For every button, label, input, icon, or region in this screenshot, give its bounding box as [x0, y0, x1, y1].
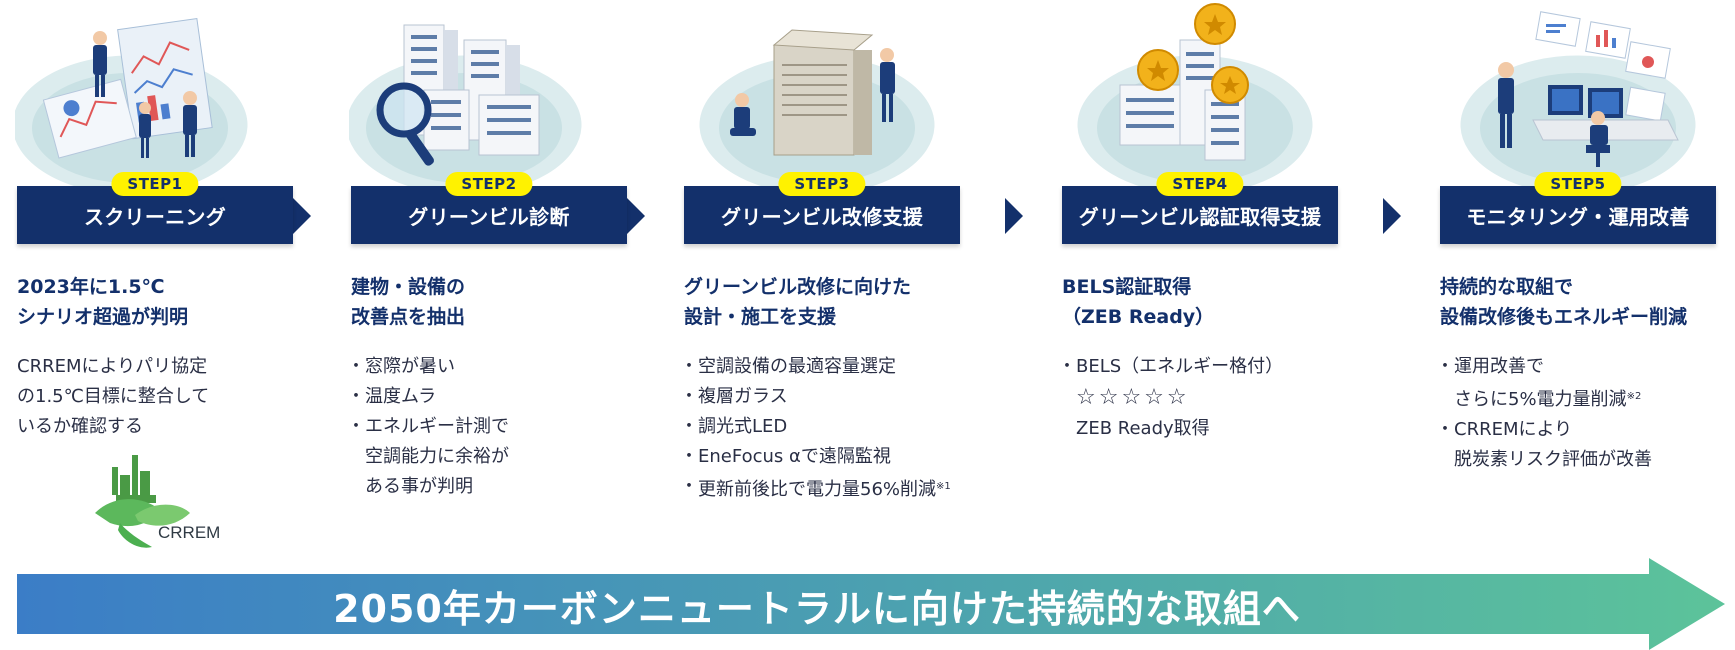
list-item: エネルギー計測で 空調能力に余裕が ある事が判明	[347, 412, 651, 502]
banner-text: 2050年カーボンニュートラルに向けた持続的な取組へ	[333, 586, 1301, 631]
step-2: グリーンビル診断 STEP2 建物・設備の 改善点を抽出 窓際が暑い 温度ムラ …	[347, 0, 629, 560]
diagnosis-illustration	[349, 24, 587, 200]
step-title: グリーンビル認証取得支援	[1062, 186, 1338, 244]
renovation-illustration	[694, 29, 940, 200]
list-item: 複層ガラス	[680, 382, 984, 412]
rating-block: ☆☆☆☆☆ ZEB Ready取得	[1062, 382, 1210, 444]
bullet-text: 運用改善で さらに5%電力量削減	[1454, 356, 1627, 410]
monitoring-illustration	[1455, 11, 1701, 200]
step-3: グリーンビル改修支援 STEP3 グリーンビル改修に向けた 設計・施工を支援 空…	[680, 0, 962, 560]
step-bullet-list: 運用改善で さらに5%電力量削減※2 CRREMにより 脱炭素リスク評価が改善	[1436, 352, 1735, 475]
step-1: スクリーニング STEP1 2023年に1.5℃ シナリオ超過が判明 CRREM…	[15, 0, 295, 560]
certification-illustration	[1072, 3, 1318, 200]
list-item: 窓際が暑い	[347, 352, 651, 382]
flow-arrow	[627, 198, 645, 234]
flow-arrow	[1005, 198, 1023, 234]
step-title: グリーンビル診断	[351, 186, 627, 244]
list-item: 調光式LED	[680, 412, 984, 442]
step-4: グリーンビル認証取得支援 STEP4 BELS認証取得 （ZEB Ready） …	[1058, 0, 1340, 560]
rating-note: ZEB Ready取得	[1076, 418, 1210, 439]
step-badge: STEP4	[1156, 172, 1244, 196]
star-rating: ☆☆☆☆☆	[1076, 385, 1190, 410]
step-bullet-list: 空調設備の最適容量選定 複層ガラス 調光式LED EneFocus αで遠隔監視…	[680, 352, 984, 505]
footnote-marker: ※2	[1626, 391, 1642, 402]
step-badge: STEP3	[778, 172, 866, 196]
step-headline: 2023年に1.5℃ シナリオ超過が判明	[17, 276, 189, 328]
list-item: 温度ムラ	[347, 382, 651, 412]
footnote-marker: ※1	[936, 481, 951, 492]
crrem-logo-text: CRREM	[158, 523, 220, 542]
step-bullet-list: BELS（エネルギー格付）	[1058, 352, 1362, 382]
step-headline: グリーンビル改修に向けた 設計・施工を支援	[684, 276, 912, 328]
screening-illustration	[15, 18, 253, 200]
list-item: BELS（エネルギー格付）	[1058, 352, 1362, 382]
step-bullet-list: 窓際が暑い 温度ムラ エネルギー計測で 空調能力に余裕が ある事が判明	[347, 352, 651, 502]
step-headline: 建物・設備の 改善点を抽出	[351, 276, 466, 328]
step-badge: STEP5	[1534, 172, 1622, 196]
flow-arrow	[293, 198, 311, 234]
step-5: モニタリング・運用改善 STEP5 持続的な取組で 設備改修後もエネルギー削減 …	[1436, 0, 1718, 560]
list-item: 運用改善で さらに5%電力量削減※2	[1436, 352, 1735, 415]
list-item: 更新前後比で電力量56%削減※1	[680, 472, 984, 505]
step-badge: STEP1	[111, 172, 199, 196]
carbon-neutral-banner-arrow	[17, 558, 1725, 650]
flow-arrow	[1383, 198, 1401, 234]
list-item: CRREMにより 脱炭素リスク評価が改善	[1436, 415, 1735, 475]
step-description: CRREMによりパリ協定 の1.5℃目標に整合して いるか確認する	[17, 356, 210, 437]
step-headline: BELS認証取得 （ZEB Ready）	[1062, 276, 1215, 328]
step-headline: 持続的な取組で 設備改修後もエネルギー削減	[1440, 276, 1688, 328]
list-item: 空調設備の最適容量選定	[680, 352, 984, 382]
crrem-logo: CRREM	[95, 455, 220, 548]
step-badge: STEP2	[445, 172, 533, 196]
list-item: EneFocus αで遠隔監視	[680, 442, 984, 472]
bullet-text: 更新前後比で電力量56%削減	[698, 479, 937, 500]
